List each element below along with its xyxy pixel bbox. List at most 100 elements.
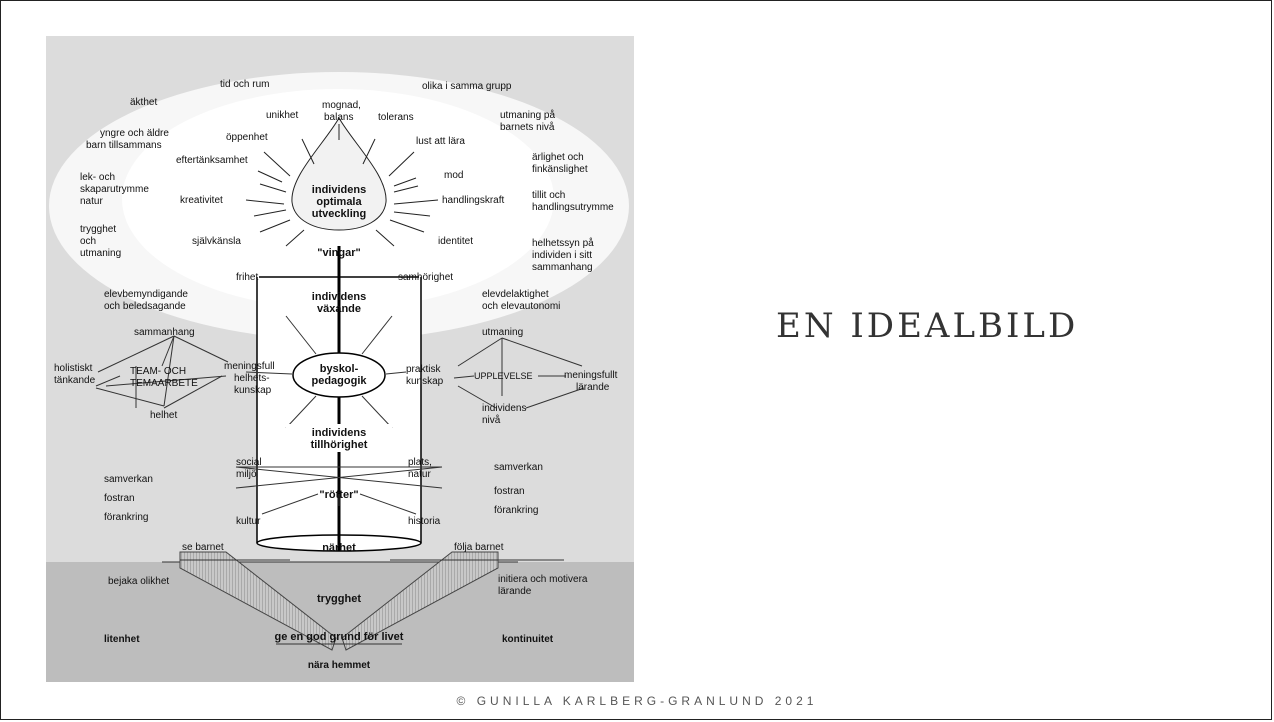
label-helhets: helhets- <box>234 373 270 384</box>
label-kunskap-left: kunskap <box>234 385 272 396</box>
label-individen-i-sitt: individen i sitt <box>532 250 592 261</box>
center-line-2: pedagogik <box>311 375 367 387</box>
label-samverkan-left: samverkan <box>104 474 153 485</box>
label-mod: mod <box>444 170 463 181</box>
label-yngre: yngre och äldre <box>100 128 169 139</box>
label-sjalvkansla: självkänsla <box>192 236 241 247</box>
flame-rays <box>245 124 439 247</box>
belonging-line-1: individens <box>312 427 366 439</box>
label-praktisk: praktisk <box>406 364 441 375</box>
label-fostran-left: fostran <box>104 493 135 504</box>
label-barnets-niva: barnets nivå <box>500 121 555 133</box>
label-se-barnet: se barnet <box>182 542 224 553</box>
idealbild-diagram: tid och rum äkthet yngre och äldre barn … <box>46 36 634 682</box>
label-upplevelse: UPPLEVELSE <box>474 371 533 381</box>
label-identitet: identitet <box>438 236 473 247</box>
label-utmaning: utmaning <box>482 327 523 338</box>
label-sammanhang: sammanhang <box>134 327 195 338</box>
label-tillit: tillit och <box>532 190 565 201</box>
label-initiera: initiera och motivera <box>498 574 588 585</box>
label-lust-att-lara: lust att lära <box>416 136 465 147</box>
right-network-lines <box>453 337 585 409</box>
label-balans: balans <box>324 112 353 123</box>
label-historia: historia <box>408 516 441 527</box>
label-handlingsutrymme: handlingsutrymme <box>532 202 614 213</box>
label-temaarbete: TEMAARBETE <box>130 378 198 389</box>
label-skaparutrymme: skaparutrymme <box>80 184 149 195</box>
label-trygghet-outer: trygghet <box>80 224 116 235</box>
belonging-backdrop <box>286 424 392 452</box>
flame-line-3: utveckling <box>312 208 366 220</box>
label-frihet: frihet <box>236 272 258 283</box>
label-plats: plats, <box>408 457 432 468</box>
label-miljo: miljö <box>236 469 257 480</box>
label-natur-outer: natur <box>80 196 103 207</box>
left-network-lines <box>95 335 229 409</box>
wings-label: "vingar" <box>317 247 360 259</box>
label-eftertanksamhet: eftertänksamhet <box>176 155 248 166</box>
label-holistiskt: holistiskt <box>54 363 93 374</box>
label-elevdelaktighet: elevdelaktighet <box>482 289 549 300</box>
label-bejaka-olikhet: bejaka olikhet <box>108 576 169 587</box>
label-kultur: kultur <box>236 516 261 527</box>
label-barn-tillsammans: barn tillsammans <box>86 140 162 151</box>
label-handlingskraft: handlingskraft <box>442 195 504 206</box>
label-nara-hemmet: nära hemmet <box>308 660 371 671</box>
label-finkanslighet: finkänslighet <box>532 164 588 175</box>
label-team: TEAM- OCH <box>130 366 186 377</box>
label-helhetssyn: helhetssyn på <box>532 237 594 249</box>
label-meningsfullt: meningsfullt <box>564 370 618 381</box>
label-kreativitet: kreativitet <box>180 195 223 206</box>
label-arlighet: ärlighet och <box>532 152 584 163</box>
copyright-footer: © GUNILLA KARLBERG-GRANLUND 2021 <box>456 694 818 708</box>
label-narhet: närhet <box>322 542 356 554</box>
slide-title: EN IDEALBILD <box>776 306 1079 346</box>
center-line-1: byskol- <box>320 363 359 375</box>
label-larande-base: lärande <box>498 586 532 597</box>
label-utmaning-pa: utmaning på <box>500 109 555 121</box>
label-tankande: tänkande <box>54 375 96 386</box>
label-larande-right: lärande <box>576 382 610 393</box>
label-tolerans: tolerans <box>378 112 414 123</box>
label-helhet: helhet <box>150 410 177 421</box>
label-mognad: mognad, <box>322 100 361 111</box>
label-forankring-right: förankring <box>494 505 538 516</box>
label-individens-niva-2: nivå <box>482 414 501 426</box>
roots-label: "rötter" <box>319 489 358 501</box>
label-kontinuitet: kontinuitet <box>502 634 554 645</box>
label-kunskap-right: kunskap <box>406 376 444 387</box>
label-grund: ge en god grund för livet <box>275 631 404 643</box>
label-individens-niva-1: individens <box>482 403 526 414</box>
label-tid-och-rum: tid och rum <box>220 79 269 90</box>
label-lek: lek- och <box>80 172 115 183</box>
label-litenhet: litenhet <box>104 634 140 645</box>
label-fostran-right: fostran <box>494 486 525 497</box>
label-och-beledsagande: och beledsagande <box>104 301 186 312</box>
root-lines <box>235 466 443 515</box>
flame-line-1: individens <box>312 184 366 196</box>
center-ellipse <box>292 352 386 398</box>
ground-band <box>46 562 634 682</box>
label-samhorighet: samhörighet <box>398 272 453 283</box>
label-trygghet: trygghet <box>317 593 361 605</box>
center-connections <box>245 315 407 429</box>
label-oppenhet: öppenhet <box>226 132 268 143</box>
label-sammanhang-outer: sammanhang <box>532 262 593 273</box>
growth-line-2: växande <box>317 303 361 315</box>
label-utmaning-outer: utmaning <box>80 248 121 259</box>
label-samverkan-right: samverkan <box>494 462 543 473</box>
label-unikhet: unikhet <box>266 110 298 121</box>
label-och: och <box>80 236 96 247</box>
label-social: social <box>236 457 262 468</box>
label-elevbemyndigande: elevbemyndigande <box>104 289 188 300</box>
label-natur-root: natur <box>408 469 431 480</box>
belonging-line-2: tillhörighet <box>311 439 368 451</box>
flame-line-2: optimala <box>316 196 362 208</box>
flame <box>291 117 387 231</box>
growth-line-1: individens <box>312 291 366 303</box>
label-folja-barnet: följa barnet <box>454 542 504 553</box>
label-forankring-left: förankring <box>104 512 148 523</box>
label-olika: olika i samma grupp <box>422 81 512 92</box>
label-akthet: äkthet <box>130 97 157 108</box>
